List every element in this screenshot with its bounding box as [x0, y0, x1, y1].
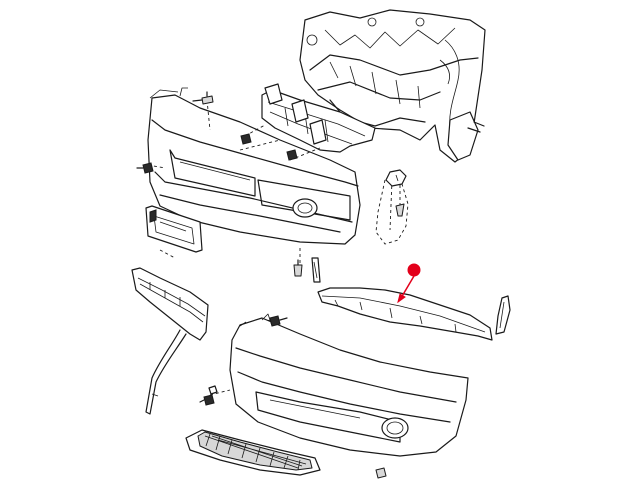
- engine-bay-front-structure: [299, 9, 486, 163]
- tow-hook-cover: [495, 295, 511, 335]
- nut-fastener: [385, 169, 407, 217]
- lower-bumper-fascia: [229, 313, 469, 457]
- lower-bumper-trim-strip: [317, 287, 493, 341]
- lower-grille-mesh: [185, 429, 387, 479]
- bumper-reinforcement-beam: [261, 83, 376, 153]
- fender-liner-panel: [375, 179, 409, 245]
- push-pin-fastener: [192, 91, 214, 105]
- bolt-fastener: [136, 133, 298, 174]
- upper-bumper-fascia: [147, 87, 361, 245]
- callout-dot: [407, 263, 421, 277]
- clip-fastener: [293, 257, 321, 283]
- air-dam-deflector: [131, 267, 209, 415]
- bolt-fastener: [199, 315, 288, 406]
- license-plate-bracket: [145, 205, 203, 253]
- callout-marker: [397, 263, 421, 304]
